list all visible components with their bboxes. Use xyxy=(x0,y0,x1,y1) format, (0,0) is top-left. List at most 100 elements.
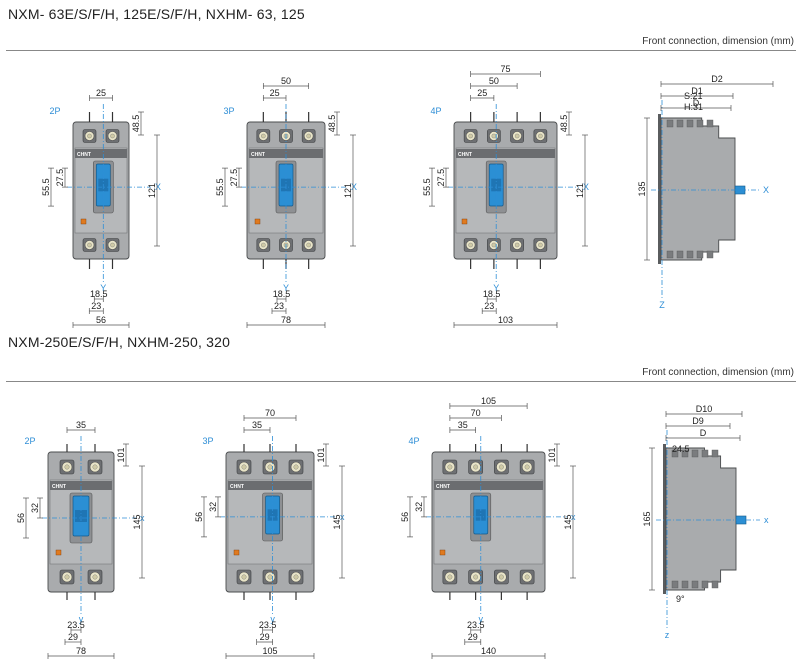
s2-side-rib-bottom xyxy=(691,580,699,589)
terminal-screw-head xyxy=(87,242,92,248)
s1-view2-axis-y-label: Y xyxy=(493,283,499,293)
s2-view0-dim-width-label: 78 xyxy=(76,646,86,656)
s1-view1-dim-width-label: 78 xyxy=(281,315,291,325)
terminal-screw-head xyxy=(514,133,520,139)
s1-view1-dim-height-label: 121 xyxy=(343,183,353,198)
s2-side-mount-plate xyxy=(663,444,666,594)
s1-view0-dim-b2-label: 23 xyxy=(91,301,101,311)
terminal-screw-head xyxy=(293,574,299,580)
terminal-screw-head xyxy=(261,242,266,248)
s2-view2-dim-width-label: 140 xyxy=(481,646,496,656)
s1-view2-dim-h1-label: 27.5 xyxy=(436,169,446,187)
s1-view2-dim-width-label: 103 xyxy=(498,315,513,325)
s1-view2-dim-span-label: 50 xyxy=(489,76,499,86)
terminal-screw-head xyxy=(241,464,247,470)
s1-view2-test-button xyxy=(461,218,468,225)
s2-view2-dim-span2-label: 105 xyxy=(481,396,496,406)
s1-view1-dim-h2-label: 55.5 xyxy=(215,178,225,196)
s2-side-rib-bottom xyxy=(671,580,679,589)
s2-view0-axis-x-label: x xyxy=(140,513,145,523)
terminal-screw-head xyxy=(447,574,453,580)
terminal-screw-head xyxy=(473,464,479,470)
s1-view0-axis-y-label: Y xyxy=(100,283,106,293)
s1-view0-axis-x-label: X xyxy=(155,182,161,192)
terminal-screw-head xyxy=(524,464,530,470)
section2-title: NXM-250E/S/F/H, NXHM-250, 320 xyxy=(8,334,231,350)
s1-view0-dim-pitch-label: 25 xyxy=(96,88,106,98)
s1-view2-dim-b1-label: 18.5 xyxy=(483,289,501,299)
s2-view0-dim-b2-label: 29 xyxy=(68,632,78,642)
s1-view0-test-button xyxy=(80,218,87,225)
s1-view2-brand: CHNT xyxy=(458,152,472,158)
s2-side-dim-2-label: D xyxy=(700,428,707,438)
s2-view0-test-button xyxy=(55,549,62,556)
s1-view2-dim-top-label: 48.5 xyxy=(559,115,569,133)
s2-view2-handle-grip xyxy=(475,509,486,521)
terminal-screw-head xyxy=(306,242,311,248)
s2-view2-brand-strip xyxy=(434,481,543,490)
s2-view2-dim-h2-label: 56 xyxy=(400,512,410,522)
s2-view2-axis-y-label: y xyxy=(479,614,484,624)
s2-view2-dim-b1-label: 23.5 xyxy=(467,620,485,630)
s2-side-rib-bottom xyxy=(681,580,689,589)
section2-divider xyxy=(6,381,796,382)
terminal-screw-head xyxy=(447,464,453,470)
s2-side-angle-label: 9° xyxy=(676,594,685,604)
terminal-screw-head xyxy=(491,242,497,248)
terminal-screw-head xyxy=(524,574,530,580)
s2-view0-dim-b1-label: 23.5 xyxy=(67,620,85,630)
s1-view0-brand: CHNT xyxy=(77,152,91,158)
s2-view0-dim-top-label: 101 xyxy=(116,447,126,462)
section1-title: NXM- 63E/S/F/H, 125E/S/F/H, NXHM- 63, 12… xyxy=(8,6,305,22)
section2-subtitle: Front connection, dimension (mm) xyxy=(642,367,794,378)
terminal-screw-head xyxy=(64,574,70,580)
s1-side-dim-1-label: D1 xyxy=(691,86,703,96)
terminal-screw-head xyxy=(241,574,247,580)
terminal-screw-head xyxy=(468,133,473,139)
s2-view2-dim-span-label: 70 xyxy=(471,408,481,418)
s1-view2-pole-label: 4P xyxy=(430,106,441,116)
s2-view1-test-button xyxy=(233,549,240,556)
s1-view0-dim-width-label: 56 xyxy=(96,315,106,325)
s1-side-axis-x-label: X xyxy=(763,185,769,195)
s1-side-axis-z-label: Z xyxy=(659,300,665,310)
s2-side-rib-top xyxy=(701,449,709,458)
s1-view0-dim-top-label: 48.5 xyxy=(131,115,141,133)
s1-view1-dim-pitch-label: 25 xyxy=(270,88,280,98)
s1-view1-dim-top-label: 48.5 xyxy=(327,115,337,133)
s1-side-rib-bottom xyxy=(696,250,704,259)
s1-view1-test-button xyxy=(254,218,261,225)
terminal-screw-head xyxy=(473,574,479,580)
s2-side-rib-bottom xyxy=(701,580,709,589)
s1-side-s-label: S:21 xyxy=(684,91,703,101)
s2-side-rib-top xyxy=(671,449,679,458)
terminal-screw-head xyxy=(110,133,115,139)
s2-view2-dim-b2-label: 29 xyxy=(468,632,478,642)
s2-view1-axis-x-label: x xyxy=(340,512,345,522)
s1-side-dim-2-label: D xyxy=(693,98,700,108)
s2-view0-dim-h1-label: 32 xyxy=(30,503,40,513)
s2-view1-pole-label: 3P xyxy=(202,436,213,446)
s1-view1-dim-b1-label: 18.5 xyxy=(273,289,291,299)
terminal-screw-head xyxy=(110,242,115,248)
s2-side-axis-x-label: x xyxy=(764,515,769,525)
section1-divider xyxy=(6,50,796,51)
s1-view2-dim-h2-label: 55.5 xyxy=(422,178,432,196)
s1-view1-brand-strip xyxy=(249,149,323,158)
terminal-screw-head xyxy=(468,242,473,248)
s2-view0-dim-height-label: 145 xyxy=(132,514,142,529)
s1-view1-dim-b2-label: 23 xyxy=(274,301,284,311)
s2-view1-brand-strip xyxy=(228,481,312,490)
s2-view2-dim-pitch-label: 35 xyxy=(458,420,468,430)
s2-view0-dim-pitch-label: 35 xyxy=(76,420,86,430)
s1-side-rib-bottom xyxy=(666,250,674,259)
s2-view1-dim-span-label: 70 xyxy=(265,408,275,418)
s2-view1-dim-h2-label: 56 xyxy=(194,512,204,522)
s2-view2-pole-label: 4P xyxy=(408,436,419,446)
s1-side-body xyxy=(660,117,736,261)
s2-view0-pole-label: 2P xyxy=(24,436,35,446)
s2-side-body xyxy=(665,447,737,591)
s1-side-dim-height-label: 135 xyxy=(637,181,647,196)
s1-view2-dim-height-label: 121 xyxy=(575,183,585,198)
